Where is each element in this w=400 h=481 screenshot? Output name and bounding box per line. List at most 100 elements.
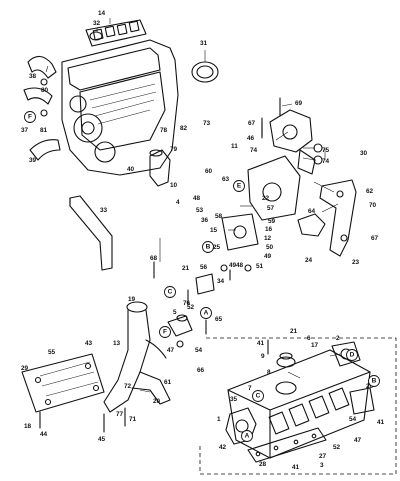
callout-13: 13	[113, 340, 121, 347]
svg-text:A: A	[204, 310, 209, 317]
callout-36: 36	[201, 217, 209, 224]
engine-assembly	[23, 19, 219, 176]
ref-marker-d: D	[346, 349, 358, 361]
ref-marker-b: B	[202, 241, 214, 253]
callout-16: 16	[265, 226, 273, 233]
callout-33: 33	[100, 207, 108, 214]
callout-52: 52	[333, 444, 341, 451]
callout-77: 77	[116, 411, 124, 418]
callout-2: 2	[336, 335, 340, 342]
bracket-33	[69, 195, 113, 271]
heat-exchanger-group	[199, 337, 397, 475]
callout-5: 5	[173, 309, 177, 316]
ref-marker-a: A	[241, 430, 253, 442]
callout-80: 80	[41, 87, 49, 94]
callout-21: 21	[182, 265, 190, 272]
callout-15: 15	[210, 227, 218, 234]
callout-44: 44	[40, 431, 48, 438]
callout-76: 76	[183, 300, 191, 307]
callout-38: 38	[29, 73, 37, 80]
callout-74: 74	[250, 147, 258, 154]
callout-74: 74	[322, 158, 330, 165]
callout-53: 53	[196, 207, 204, 214]
callout-1: 1	[217, 416, 221, 423]
callout-47: 47	[167, 347, 175, 354]
callout-75: 75	[322, 147, 330, 154]
callout-56: 56	[200, 264, 208, 271]
callout-24: 24	[305, 257, 313, 264]
callout-61: 61	[164, 379, 172, 386]
callout-9: 9	[261, 353, 265, 360]
callout-60: 60	[205, 168, 213, 175]
callout-40: 40	[127, 166, 135, 173]
callout-14: 14	[98, 10, 106, 17]
callout-58: 58	[215, 213, 223, 220]
heat-shield-plate	[21, 353, 105, 413]
callout-52: 52	[187, 304, 195, 311]
callout-64: 64	[308, 208, 316, 215]
callout-69: 69	[295, 100, 303, 107]
callout-70: 70	[369, 202, 377, 209]
callout-41: 41	[377, 419, 385, 426]
ref-marker-b: B	[368, 375, 380, 387]
callout-54: 54	[349, 416, 357, 423]
callout-21: 21	[290, 328, 298, 335]
callout-26: 26	[366, 383, 374, 390]
callout-31: 31	[200, 40, 208, 47]
callout-50: 50	[266, 244, 274, 251]
callout-43: 43	[85, 340, 93, 347]
callout-22: 22	[262, 195, 270, 202]
svg-text:D: D	[350, 352, 355, 359]
callout-39: 39	[29, 157, 37, 164]
callout-47: 47	[354, 437, 362, 444]
callout-25: 25	[213, 244, 221, 251]
callout-62: 62	[366, 188, 374, 195]
callout-79: 79	[170, 146, 178, 153]
callout-10: 10	[170, 182, 178, 189]
callout-19: 19	[128, 296, 136, 303]
callout-29: 29	[21, 365, 29, 372]
callout-6: 6	[307, 335, 311, 342]
callout-59: 59	[268, 218, 276, 225]
callout-82: 82	[180, 125, 188, 132]
svg-text:C: C	[256, 393, 261, 400]
callout-labels: 32 14 31 38 80 37 81 39 69 67 46 11 74 7…	[21, 10, 385, 471]
svg-text:A: A	[245, 433, 250, 440]
callout-34: 34	[217, 278, 225, 285]
callout-3: 3	[320, 462, 324, 469]
callout-65: 65	[215, 316, 223, 323]
fasteners	[153, 121, 269, 355]
callout-18: 18	[24, 423, 32, 430]
callout-67: 67	[248, 120, 256, 127]
ref-marker-a: A	[200, 307, 212, 319]
callout-8: 8	[267, 369, 271, 376]
leader-lines	[45, 18, 341, 393]
callout-48: 48	[193, 195, 201, 202]
callout-42: 42	[219, 444, 227, 451]
callout-63: 63	[222, 176, 230, 183]
callout-12: 12	[264, 235, 272, 242]
ref-marker-e: E	[233, 180, 245, 192]
callout-66: 66	[197, 367, 205, 374]
callout-54: 54	[195, 347, 203, 354]
callout-4: 4	[176, 199, 180, 206]
callout-48: 48	[236, 262, 244, 269]
svg-text:F: F	[163, 329, 167, 336]
callout-81: 81	[40, 127, 48, 134]
callout-32: 32	[93, 20, 101, 27]
svg-text:F: F	[28, 114, 32, 121]
exhaust-manifold	[85, 19, 147, 47]
callout-11: 11	[231, 143, 238, 150]
callout-45: 45	[98, 436, 106, 443]
callout-67: 67	[371, 235, 379, 242]
ref-marker-c: C	[252, 390, 264, 402]
svg-text:B: B	[206, 244, 211, 251]
callout-17: 17	[311, 342, 319, 349]
ref-marker-f: F	[159, 326, 171, 338]
callout-30: 30	[360, 150, 368, 157]
svg-text:C: C	[168, 289, 173, 296]
callout-23: 23	[352, 259, 360, 266]
svg-text:B: B	[372, 378, 377, 385]
callout-55: 55	[48, 349, 56, 356]
